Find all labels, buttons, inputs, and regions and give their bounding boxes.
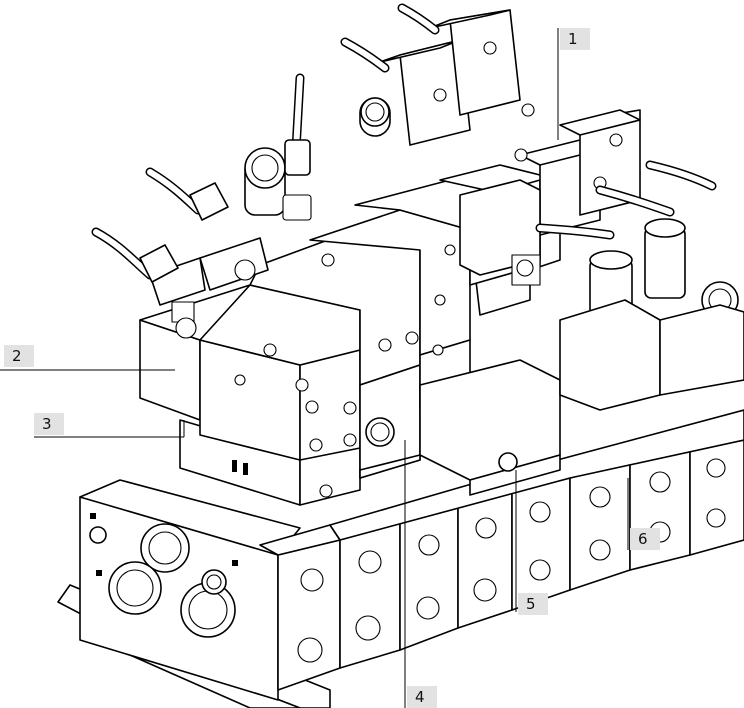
solenoid-valve-front bbox=[139, 257, 361, 461]
callout-1: 1 bbox=[560, 28, 590, 50]
pressure-regulators bbox=[244, 97, 744, 411]
leader-lines bbox=[0, 28, 629, 708]
valve-third bbox=[309, 209, 561, 496]
callout-4: 4 bbox=[407, 686, 437, 708]
electrical-cables bbox=[91, 3, 717, 283]
callout-2: 2 bbox=[4, 345, 34, 367]
callout-5: 5 bbox=[518, 593, 548, 615]
callout-3: 3 bbox=[34, 413, 64, 435]
callout-6: 6 bbox=[630, 528, 660, 550]
upper-valves bbox=[354, 9, 641, 316]
